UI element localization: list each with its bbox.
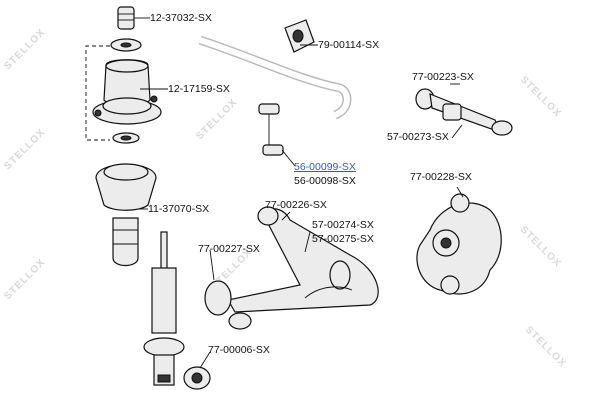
leader-lines (134, 17, 464, 369)
assembly-bracket (85, 45, 110, 141)
part-label-56-00099[interactable]: 56-00099-SX (294, 161, 356, 173)
watermark: STELLOX (523, 324, 568, 369)
strut-mount (92, 59, 162, 125)
spring-seat (95, 163, 157, 211)
lower-control-arm (204, 206, 379, 330)
part-label-77-00006[interactable]: 77-00006-SX (208, 344, 270, 356)
part-label-57-00275[interactable]: 57-00275-SX (312, 233, 374, 245)
part-label-57-00274[interactable]: 57-00274-SX (312, 219, 374, 231)
part-label-77-00228[interactable]: 77-00228-SX (410, 171, 472, 183)
watermark: STELLOX (518, 224, 563, 269)
part-label-11-37070[interactable]: 11-37070-SX (148, 203, 209, 215)
bump-stop (112, 217, 139, 267)
lower-washer (112, 132, 140, 144)
part-label-77-00223[interactable]: 77-00223-SX (412, 71, 474, 83)
stabilizer-bar (198, 35, 352, 120)
part-labels: 12-37032-SX 12-17159-SX 11-37070-SX 79-0… (148, 12, 474, 356)
washer-top (110, 38, 142, 52)
watermark: STELLOX (194, 97, 239, 142)
watermark: STELLOX (2, 127, 47, 172)
part-label-57-00273[interactable]: 57-00273-SX (387, 131, 449, 143)
shock-absorber (143, 231, 185, 386)
part-label-12-17159[interactable]: 12-17159-SX (168, 83, 230, 95)
watermark: STELLOX (518, 74, 563, 119)
part-label-77-00226[interactable]: 77-00226-SX (265, 199, 327, 211)
bump-stop-top (117, 6, 135, 30)
watermark: STELLOX (2, 27, 47, 72)
stabilizer-link (258, 103, 284, 156)
bushing (183, 366, 211, 390)
part-label-56-00098[interactable]: 56-00098-SX (294, 175, 356, 187)
steering-knuckle (416, 193, 502, 295)
trailing-arm (415, 88, 513, 136)
part-label-12-37032[interactable]: 12-37032-SX (150, 12, 212, 24)
watermark: STELLOX (2, 257, 47, 302)
stabilizer-bushing (284, 19, 315, 53)
part-label-79-00114[interactable]: 79-00114-SX (318, 39, 379, 51)
part-label-77-00227[interactable]: 77-00227-SX (198, 243, 260, 255)
